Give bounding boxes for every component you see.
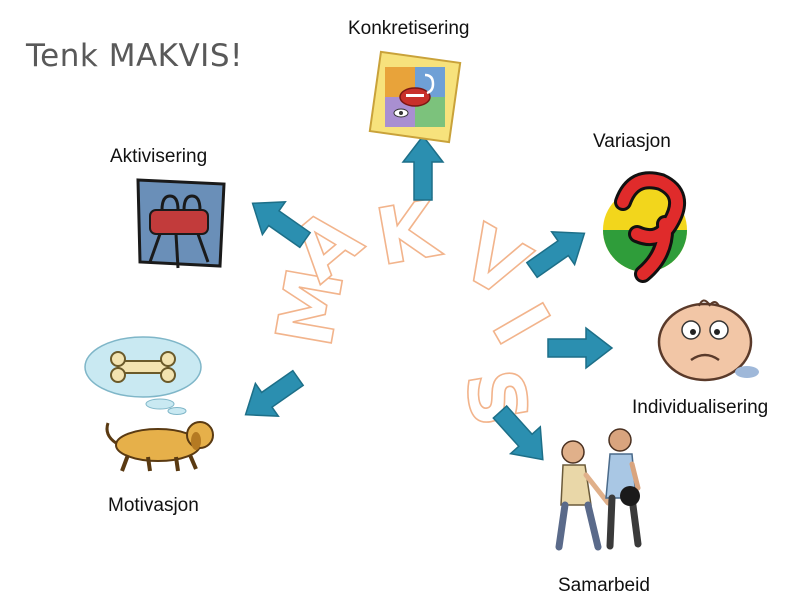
label-individualisering: Individualisering: [632, 397, 769, 418]
label-motivasjon: Motivasjon: [108, 495, 199, 516]
arrow-to-motivasjon: [233, 360, 311, 432]
label-konkretisering: Konkretisering: [348, 18, 470, 39]
pommel-horse-icon: [136, 178, 226, 269]
bowlers-icon: [555, 428, 642, 551]
dog-icon: [105, 421, 214, 472]
label-variasjon: Variasjon: [593, 131, 671, 152]
label-aktivisering: Aktivisering: [110, 146, 208, 167]
face-icon: [657, 299, 759, 382]
center-letter-s: S: [446, 363, 544, 434]
center-letter-k: K: [370, 184, 448, 284]
senses-icon: [368, 50, 462, 144]
label-samarbeid: Samarbeid: [558, 575, 650, 596]
thought-bone-icon: [84, 336, 202, 415]
page-title: Tenk MAKVIS!: [26, 38, 243, 74]
arrow-to-individualisering: [547, 327, 613, 369]
center-letter-m: M: [260, 261, 362, 353]
number-nine-icon: [603, 171, 687, 283]
center-letters: M A K V I S: [259, 183, 567, 434]
